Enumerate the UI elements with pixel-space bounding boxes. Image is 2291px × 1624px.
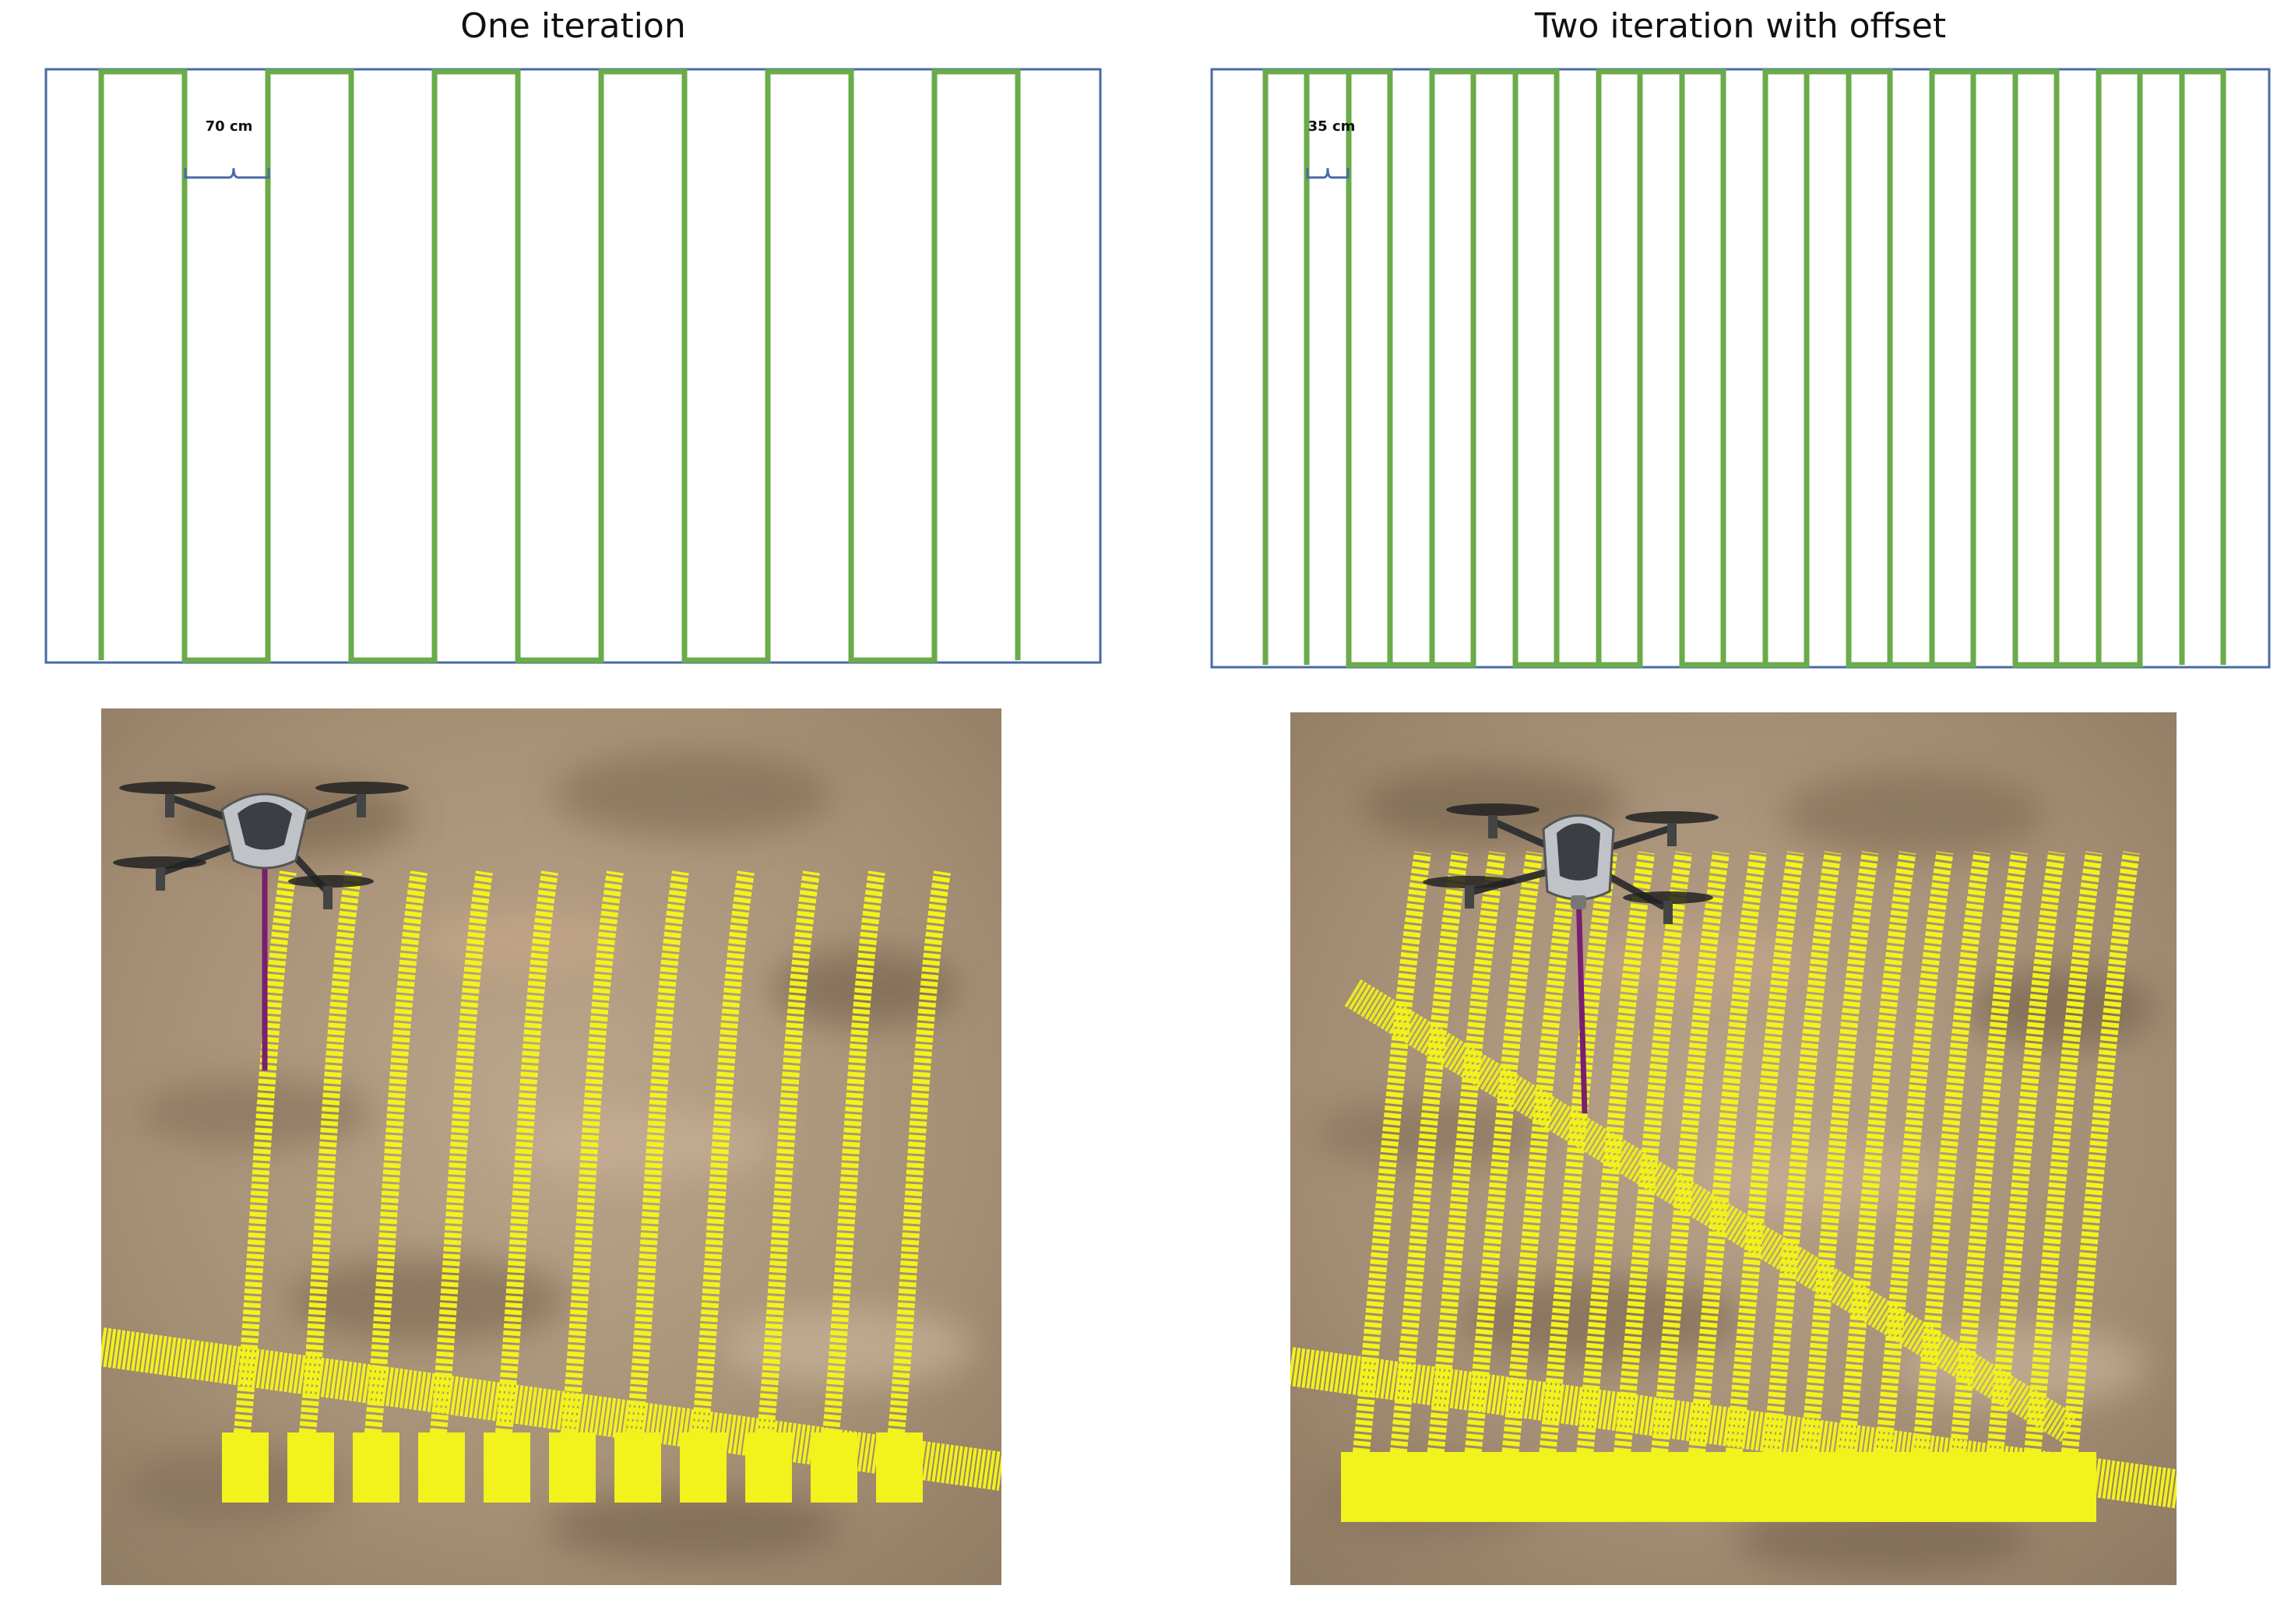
- panel-title-two-iteration: Two iteration with offset: [1534, 6, 1947, 46]
- trace-stripe: [887, 870, 951, 1442]
- panel-title-one-iteration: One iteration: [460, 6, 686, 46]
- trace-stripe: [1986, 851, 2066, 1461]
- simulation-render-two-iteration: [1290, 712, 2177, 1585]
- trace-clump: [222, 1432, 269, 1503]
- flight-path-one-iteration: [98, 69, 1021, 663]
- trace-clump: [2050, 1452, 2096, 1522]
- trace-stripe: [1426, 851, 1506, 1461]
- trace-stripe: [1687, 851, 1767, 1461]
- trace-stripe: [1836, 851, 1916, 1461]
- trace-stripe: [1725, 851, 1804, 1461]
- coverage-pattern-one-iteration: 70 cm: [44, 68, 1102, 664]
- trace-stripe: [2060, 851, 2140, 1461]
- trace-stripe: [1799, 851, 1879, 1461]
- tether-line: [1575, 891, 1588, 1114]
- trace-stripe: [1463, 851, 1543, 1461]
- trace-stripe: [1761, 851, 1842, 1461]
- coverage-pattern-two-iteration: 35 cm: [1210, 68, 2271, 669]
- trace-stripe: [1575, 851, 1656, 1461]
- trace-stripe: [560, 870, 624, 1442]
- drone-icon: [1423, 803, 1719, 1114]
- spacing-dimension: 35 cm: [1306, 118, 1356, 179]
- trace-clump: [680, 1432, 727, 1503]
- trace-stripe: [1874, 851, 1954, 1461]
- trace-stripe: [1501, 851, 1581, 1461]
- flight-path-second-iteration: [1304, 69, 2226, 668]
- trace-stripe: [625, 870, 689, 1442]
- yellow-flight-trace: [101, 870, 1001, 1503]
- trace-clump: [745, 1432, 792, 1503]
- trace-clump: [484, 1432, 530, 1503]
- spacing-bracket: [1306, 167, 1350, 179]
- trace-stripe: [1538, 851, 1618, 1461]
- trace-stripe: [691, 870, 755, 1442]
- trace-clump: [614, 1432, 661, 1503]
- trace-clump: [353, 1432, 399, 1503]
- trace-clump: [287, 1432, 334, 1503]
- spacing-bracket: [184, 167, 270, 179]
- trace-stripe: [494, 870, 558, 1442]
- spacing-label: 35 cm: [1308, 118, 1356, 135]
- trace-diagonal: [1344, 979, 2078, 1443]
- trace-stripe: [1352, 851, 1431, 1461]
- trace-stripe: [1388, 851, 1469, 1461]
- yellow-flight-trace: [1290, 851, 2177, 1522]
- trace-stripe: [822, 870, 885, 1442]
- trace-stripe: [1650, 851, 1730, 1461]
- trace-stripe: [1948, 851, 2029, 1461]
- trace-clump: [811, 1432, 857, 1503]
- trace-clump: [549, 1432, 596, 1503]
- trace-stripe: [429, 870, 493, 1442]
- spacing-label: 70 cm: [206, 118, 253, 135]
- trace-stripe: [2023, 851, 2103, 1461]
- trace-stripe: [1911, 851, 1991, 1461]
- drone-icon: [113, 782, 409, 1070]
- spacing-dimension: 70 cm: [184, 118, 270, 179]
- trace-clump: [876, 1432, 923, 1503]
- trace-clump: [418, 1432, 465, 1503]
- simulation-render-one-iteration: [101, 708, 1001, 1585]
- field-boundary: [1210, 68, 2271, 669]
- field-boundary: [44, 68, 1102, 664]
- trace-stripe: [756, 870, 820, 1442]
